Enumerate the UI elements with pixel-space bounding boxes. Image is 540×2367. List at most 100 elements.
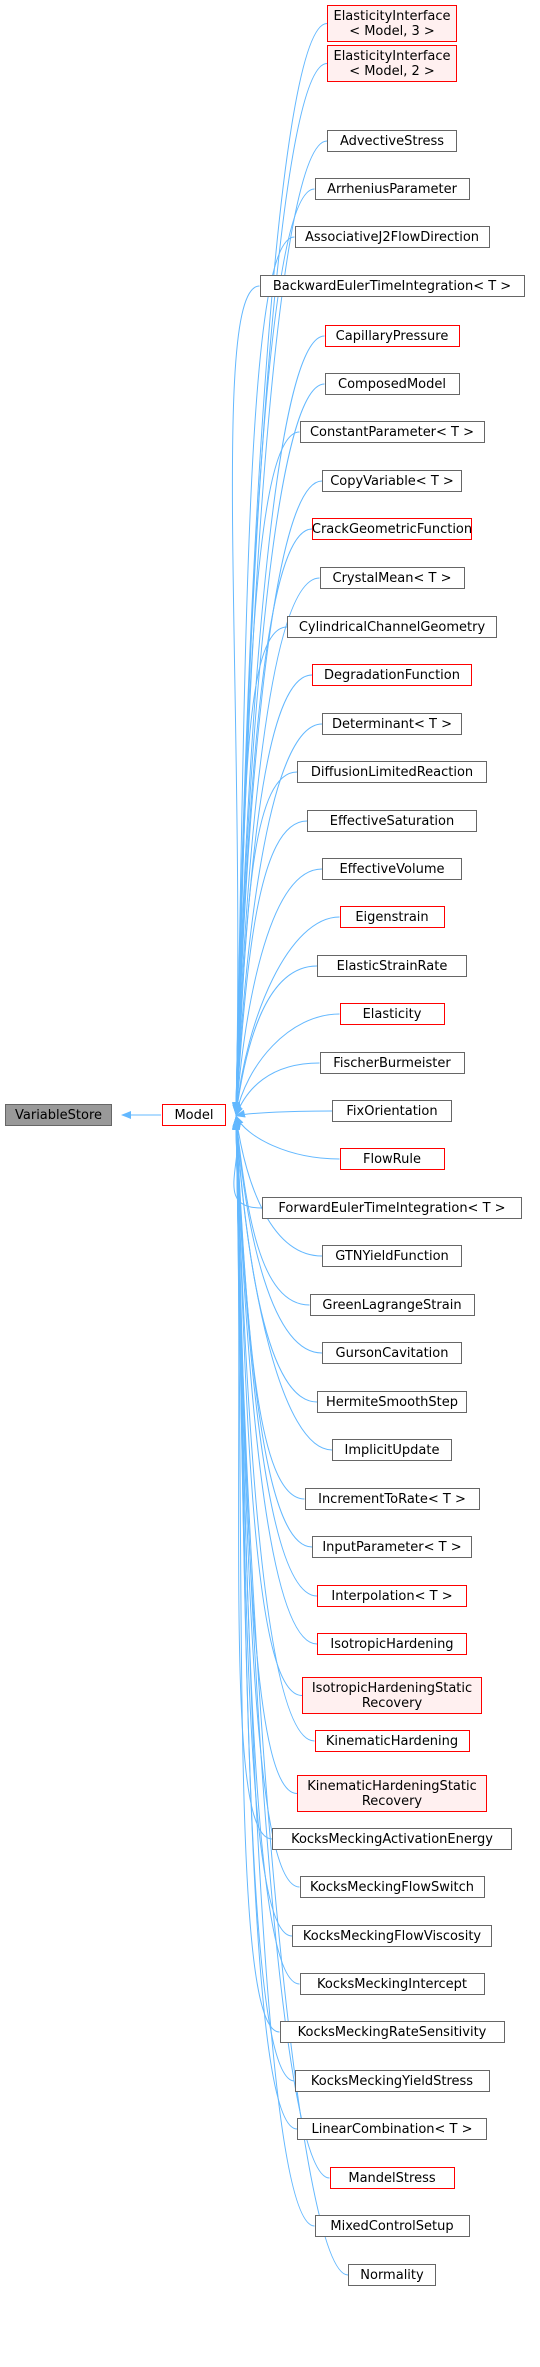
node-derived-class[interactable]: CrackGeometricFunction (312, 518, 472, 540)
node-label: AssociativeJ2FlowDirection (304, 229, 480, 245)
edge-derived-to-model (232, 1117, 318, 1645)
node-derived-class[interactable]: Eigenstrain (339, 906, 445, 928)
node-label: CapillaryPressure (335, 328, 449, 344)
edge-derived-to-model (232, 1118, 300, 1888)
node-label: GTNYieldFunction (335, 1248, 449, 1264)
edge-derived-to-model (235, 1109, 333, 1118)
node-derived-class[interactable]: ImplicitUpdate (332, 1439, 452, 1461)
node-label: Elasticity (362, 1006, 422, 1022)
node-label: Interpolation< T > (331, 1588, 453, 1604)
node-label: LinearCombination< T > (311, 2121, 473, 2137)
node-derived-class[interactable]: KinematicHardening (314, 1730, 470, 1752)
node-derived-class[interactable]: MandelStress (329, 2167, 455, 2189)
node-label: IsotropicHardeningStatic Recovery (311, 1680, 473, 1711)
node-label: ImplicitUpdate (344, 1442, 440, 1458)
node-derived-class[interactable]: IsotropicHardeningStatic Recovery (302, 1677, 482, 1714)
node-derived-class[interactable]: CrystalMean< T > (319, 567, 465, 589)
node-derived-class[interactable]: ForwardEulerTimeIntegration< T > (262, 1197, 522, 1219)
edge-derived-to-model (232, 1117, 315, 1742)
node-derived-class[interactable]: IsotropicHardening (317, 1633, 467, 1655)
edge-derived-to-model (232, 1118, 280, 2033)
node-derived-class[interactable]: DiffusionLimitedReaction (297, 761, 487, 783)
node-derived-class[interactable]: ConstantParameter< T > (299, 421, 485, 443)
node-derived-class[interactable]: Normality (348, 2264, 436, 2286)
node-derived-class[interactable]: ComposedModel (324, 373, 460, 395)
node-label: FixOrientation (346, 1103, 438, 1119)
node-derived-class[interactable]: KocksMeckingYieldStress (294, 2070, 490, 2092)
node-label: EffectiveSaturation (329, 813, 455, 829)
node-derived-class[interactable]: LinearCombination< T > (297, 2118, 487, 2140)
node-derived-class[interactable]: AssociativeJ2FlowDirection (294, 226, 490, 248)
node-derived-class[interactable]: ElasticityInterface < Model, 3 > (327, 5, 457, 42)
node-label: CrystalMean< T > (332, 570, 452, 586)
node-derived-class[interactable]: IncrementToRate< T > (304, 1488, 480, 1510)
node-derived-class[interactable]: KocksMeckingRateSensitivity (279, 2021, 505, 2043)
edge-derived-to-model (232, 1120, 349, 2276)
node-derived-class[interactable]: Interpolation< T > (317, 1585, 467, 1607)
node-label: IsotropicHardening (330, 1636, 454, 1652)
node-derived-class[interactable]: BackwardEulerTimeIntegration< T > (259, 275, 525, 297)
edge-derived-to-model (233, 1115, 323, 1257)
node-label: KinematicHardeningStatic Recovery (307, 1778, 477, 1809)
node-derived-class[interactable]: ArrheniusParameter (314, 178, 470, 200)
node-derived-class[interactable]: GursonCavitation (322, 1342, 462, 1364)
node-label: BackwardEulerTimeIntegration< T > (272, 278, 512, 294)
edge-derived-to-model (232, 236, 295, 1113)
node-label: InputParameter< T > (322, 1539, 462, 1555)
node-derived-class[interactable]: DegradationFunction (312, 664, 472, 686)
edge-derived-to-model (232, 723, 323, 1115)
node-derived-class[interactable]: KocksMeckingFlowViscosity (292, 1925, 492, 1947)
node-label: KinematicHardening (325, 1733, 459, 1749)
node-label: ElasticityInterface < Model, 2 > (333, 48, 451, 79)
node-label: ConstantParameter< T > (309, 424, 475, 440)
edge-derived-to-model (232, 1116, 318, 1403)
edge-derived-to-model (232, 1115, 323, 1354)
node-label: ElasticStrainRate (336, 958, 448, 974)
node-label: ComposedModel (338, 376, 446, 392)
node-derived-class[interactable]: ElasticStrainRate (317, 955, 467, 977)
node-derived-class[interactable]: CopyVariable< T > (322, 470, 462, 492)
node-label: KocksMeckingFlowViscosity (302, 1928, 482, 1944)
edge-derived-to-model (232, 528, 313, 1115)
node-label: FlowRule (363, 1151, 421, 1167)
node-derived-class[interactable]: FischerBurmeister (319, 1052, 465, 1074)
node-derived-class[interactable]: EffectiveVolume (322, 858, 462, 880)
node-label: KocksMeckingIntercept (317, 1976, 467, 1992)
edge-derived-to-model (232, 383, 325, 1114)
edge-derived-to-model (232, 820, 308, 1116)
node-label: VariableStore (15, 1107, 102, 1123)
node-derived-class[interactable]: FixOrientation (332, 1100, 452, 1122)
node-derived-class[interactable]: CapillaryPressure (324, 325, 460, 347)
node-derived-class[interactable]: HermiteSmoothStep (317, 1391, 467, 1413)
node-derived-class[interactable]: ElasticityInterface < Model, 2 > (327, 45, 457, 82)
node-label: MixedControlSetup (330, 2218, 454, 2234)
node-derived-class[interactable]: MixedControlSetup (314, 2215, 470, 2237)
node-derived-class[interactable]: KocksMeckingActivationEnergy (272, 1828, 512, 1850)
node-derived-class[interactable]: KocksMeckingFlowSwitch (299, 1876, 485, 1898)
node-label: MandelStress (348, 2170, 436, 2186)
node-label: Eigenstrain (355, 909, 429, 925)
node-variablestore[interactable]: VariableStore (5, 1104, 112, 1126)
node-derived-class[interactable]: AdvectiveStress (327, 130, 457, 152)
node-derived-class[interactable]: GTNYieldFunction (322, 1245, 462, 1267)
edge-derived-to-model (232, 771, 298, 1116)
node-derived-class[interactable]: FlowRule (339, 1148, 445, 1170)
node-model[interactable]: Model (162, 1104, 226, 1126)
node-derived-class[interactable]: KocksMeckingIntercept (299, 1973, 485, 1995)
node-label: KocksMeckingFlowSwitch (310, 1879, 474, 1895)
edge-derived-to-model (232, 916, 340, 1116)
edge-derived-to-model (235, 1062, 320, 1117)
node-label: IncrementToRate< T > (318, 1491, 466, 1507)
node-derived-class[interactable]: GreenLagrangeStrain (309, 1294, 475, 1316)
node-derived-class[interactable]: Elasticity (339, 1003, 445, 1025)
node-derived-class[interactable]: InputParameter< T > (312, 1536, 472, 1558)
node-derived-class[interactable]: Determinant< T > (322, 713, 462, 735)
node-derived-class[interactable]: EffectiveSaturation (307, 810, 477, 832)
node-derived-class[interactable]: CylindricalChannelGeometry (287, 616, 497, 638)
edge-derived-to-model (232, 626, 288, 1115)
node-label: FischerBurmeister (333, 1055, 451, 1071)
node-label: ForwardEulerTimeIntegration< T > (278, 1200, 506, 1216)
node-label: ElasticityInterface < Model, 3 > (333, 8, 451, 39)
node-derived-class[interactable]: KinematicHardeningStatic Recovery (297, 1775, 487, 1812)
node-label: CopyVariable< T > (330, 473, 454, 489)
